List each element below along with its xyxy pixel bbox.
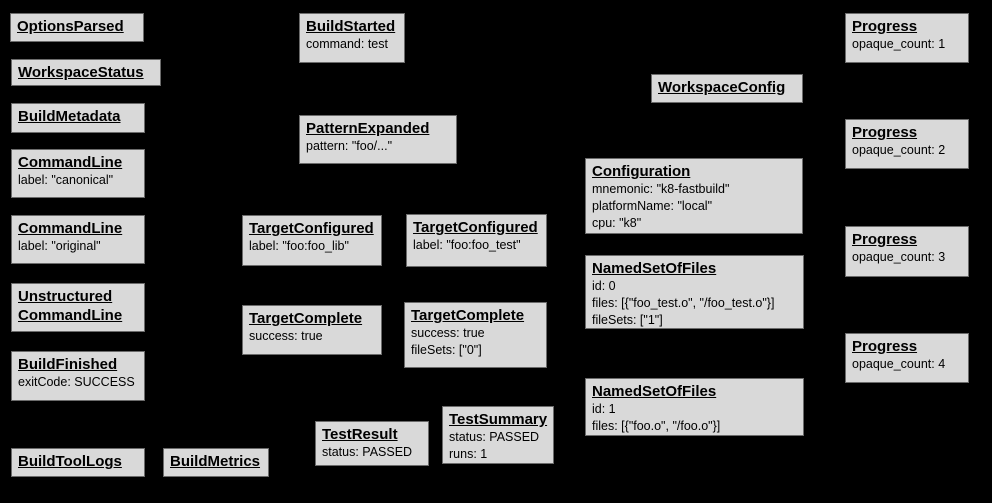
event-field: label: "foo:foo_lib" — [249, 239, 349, 253]
event-field: status: PASSED — [322, 445, 413, 459]
event-field: opaque_count: 1 — [852, 37, 946, 51]
event-title: BuildMetadata — [18, 108, 121, 125]
target-complete-foo-test-node: TargetComplete success: true fileSets: ["… — [404, 302, 547, 368]
named-set-of-files-0-node: NamedSetOfFiles id: 0 files: [{"foo_test.… — [585, 255, 804, 329]
event-field: cpu: "k8" — [592, 216, 642, 230]
workspace-status-node: WorkspaceStatus — [11, 59, 161, 86]
progress-4-node: Progress opaque_count: 4 — [845, 333, 969, 383]
event-field: success: true — [249, 329, 323, 343]
event-field: opaque_count: 4 — [852, 357, 946, 371]
event-field: platformName: "local" — [592, 199, 713, 213]
event-field: files: [{"foo_test.o", "/foo_test.o"}] — [592, 296, 775, 310]
test-result-node: TestResult status: PASSED — [315, 421, 429, 466]
event-title: NamedSetOfFiles — [592, 260, 717, 277]
build-metadata-node: BuildMetadata — [11, 103, 145, 133]
event-title: Progress — [852, 338, 918, 355]
event-field: runs: 1 — [449, 447, 488, 461]
event-title: BuildFinished — [18, 356, 118, 373]
event-field: exitCode: SUCCESS — [18, 375, 135, 389]
event-title: TargetComplete — [411, 307, 525, 324]
event-field: pattern: "foo/..." — [306, 139, 393, 153]
build-finished-node: BuildFinished exitCode: SUCCESS — [11, 351, 145, 401]
options-parsed-node: OptionsParsed — [10, 13, 144, 42]
event-title: TestResult — [322, 426, 398, 443]
named-set-of-files-1-node: NamedSetOfFiles id: 1 files: [{"foo.o", "… — [585, 378, 804, 436]
event-title: Progress — [852, 18, 918, 35]
build-metrics-node: BuildMetrics — [163, 448, 269, 477]
event-field: success: true — [411, 326, 485, 340]
event-field: id: 1 — [592, 402, 616, 416]
progress-1-node: Progress opaque_count: 1 — [845, 13, 969, 63]
event-field: label: "canonical" — [18, 173, 114, 187]
event-title: TestSummary — [449, 411, 548, 428]
event-title: PatternExpanded — [306, 120, 430, 137]
target-complete-foo-lib-node: TargetComplete success: true — [242, 305, 382, 355]
event-field: status: PASSED — [449, 430, 540, 444]
event-field: mnemonic: "k8-fastbuild" — [592, 182, 730, 196]
configuration-node: Configuration mnemonic: "k8-fastbuild" pl… — [585, 158, 803, 234]
event-title: Configuration — [592, 163, 691, 180]
event-title: Progress — [852, 124, 918, 141]
event-title: Unstructured CommandLine — [18, 288, 123, 324]
unstructured-command-line-node: Unstructured CommandLine — [11, 283, 145, 332]
event-title: TargetConfigured — [249, 220, 374, 237]
event-field: files: [{"foo.o", "/foo.o"}] — [592, 419, 721, 433]
event-field: label: "foo:foo_test" — [413, 238, 521, 252]
event-title: WorkspaceStatus — [18, 64, 144, 81]
event-title: TargetComplete — [249, 310, 363, 327]
event-field: id: 0 — [592, 279, 616, 293]
command-line-canonical-node: CommandLine label: "canonical" — [11, 149, 145, 198]
event-field: fileSets: ["0"] — [411, 343, 482, 357]
event-field: command: test — [306, 37, 388, 51]
event-title: Progress — [852, 231, 918, 248]
event-title: CommandLine — [18, 154, 123, 171]
command-line-original-node: CommandLine label: "original" — [11, 215, 145, 264]
event-title: NamedSetOfFiles — [592, 383, 717, 400]
event-title: BuildToolLogs — [18, 453, 122, 470]
event-field: opaque_count: 3 — [852, 250, 946, 264]
build-tool-logs-node: BuildToolLogs — [11, 448, 145, 477]
event-title: OptionsParsed — [17, 18, 124, 35]
event-title: TargetConfigured — [413, 219, 538, 236]
pattern-expanded-node: PatternExpanded pattern: "foo/..." — [299, 115, 457, 164]
event-title: BuildStarted — [306, 18, 396, 35]
event-title: BuildMetrics — [170, 453, 261, 470]
progress-2-node: Progress opaque_count: 2 — [845, 119, 969, 169]
event-field: fileSets: ["1"] — [592, 313, 663, 327]
event-title: CommandLine — [18, 220, 123, 237]
build-started-node: BuildStarted command: test — [299, 13, 405, 63]
event-field: label: "original" — [18, 239, 101, 253]
progress-3-node: Progress opaque_count: 3 — [845, 226, 969, 277]
test-summary-node: TestSummary status: PASSED runs: 1 — [442, 406, 554, 464]
event-field: opaque_count: 2 — [852, 143, 946, 157]
workspace-config-node: WorkspaceConfig — [651, 74, 803, 103]
event-title: WorkspaceConfig — [658, 79, 786, 96]
target-configured-foo-test-node: TargetConfigured label: "foo:foo_test" — [406, 214, 547, 267]
target-configured-foo-lib-node: TargetConfigured label: "foo:foo_lib" — [242, 215, 382, 266]
